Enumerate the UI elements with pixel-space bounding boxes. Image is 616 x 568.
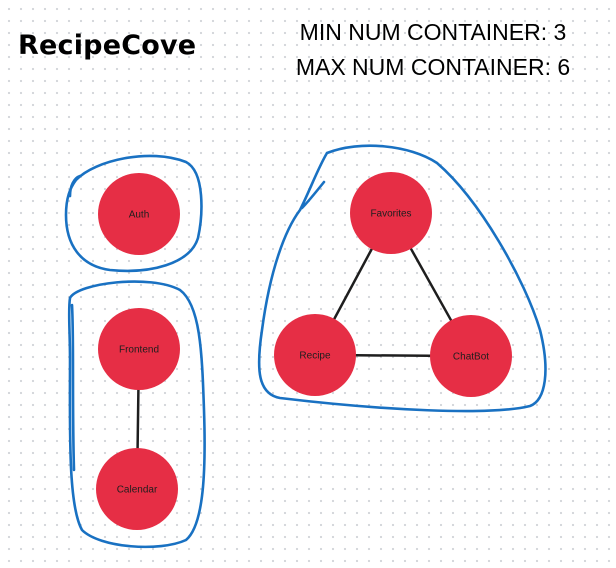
node-auth: Auth xyxy=(98,173,180,255)
node-calendar-circle xyxy=(96,448,178,530)
connections xyxy=(136,247,453,450)
node-auth-circle xyxy=(98,173,180,255)
node-auth-label: Auth xyxy=(129,210,150,221)
node-frontend: Frontend xyxy=(98,308,180,390)
container-limits: MIN NUM CONTAINER: 3 MAX NUM CONTAINER: … xyxy=(280,15,586,85)
edge-favorites-chatbot xyxy=(409,247,453,322)
node-chatbot-label: ChatBot xyxy=(453,352,489,363)
core-group-outline xyxy=(257,144,547,413)
node-favorites-label: Favorites xyxy=(370,209,411,220)
max-container-label: MAX NUM CONTAINER: 6 xyxy=(295,54,571,80)
node-frontend-label: Frontend xyxy=(119,345,159,356)
node-chatbot: ChatBot xyxy=(430,315,512,397)
node-calendar-label: Calendar xyxy=(117,485,158,496)
node-recipe: Recipe xyxy=(274,314,356,396)
node-favorites: Favorites xyxy=(350,172,432,254)
edge-favorites-recipe xyxy=(333,247,373,321)
node-favorites-circle xyxy=(350,172,432,254)
node-frontend-circle xyxy=(98,308,180,390)
frontend-group-outline xyxy=(67,280,206,549)
diagram-title: RecipeCove xyxy=(18,30,197,61)
node-recipe-circle xyxy=(274,314,356,396)
auth-group-outline xyxy=(64,154,203,273)
node-calendar: Calendar xyxy=(96,448,178,530)
group-outlines xyxy=(64,144,547,549)
node-recipe-label: Recipe xyxy=(299,351,331,362)
node-chatbot-circle xyxy=(430,315,512,397)
edge-frontend-calendar xyxy=(136,388,140,450)
min-container-label: MIN NUM CONTAINER: 3 xyxy=(299,19,567,45)
